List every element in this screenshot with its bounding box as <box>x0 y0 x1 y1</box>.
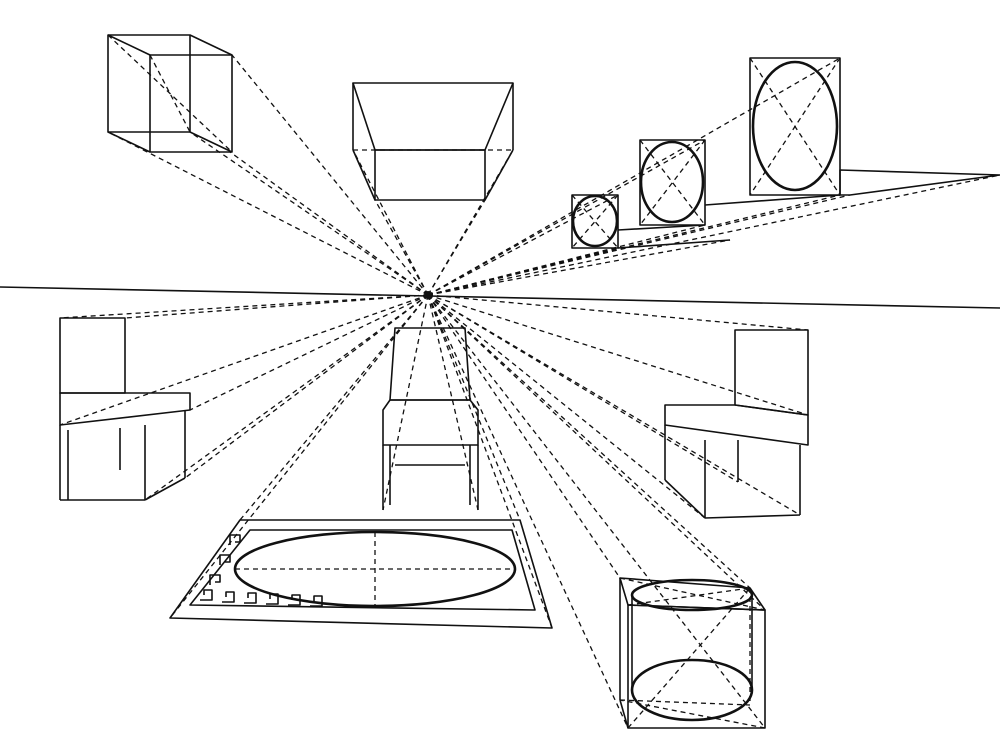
perspective-ray <box>427 194 851 296</box>
chair-center <box>382 327 479 510</box>
perspective-ray <box>427 224 706 296</box>
perspective-ray <box>184 294 429 479</box>
perspective-ray <box>427 294 739 483</box>
perspective-ray <box>427 239 731 296</box>
vanishing-point <box>424 291 432 299</box>
chair-left <box>59 317 191 501</box>
cube-top-left <box>107 34 233 153</box>
perspective-ray <box>427 294 553 629</box>
perspective-ray <box>229 151 429 296</box>
perspective-ray <box>59 294 429 319</box>
perspective-ray <box>352 149 429 296</box>
chair-right <box>664 329 809 519</box>
perspective-ray <box>427 294 629 729</box>
perspective-ray <box>427 294 766 729</box>
perspective-ray <box>124 294 429 319</box>
perspective-ray <box>427 194 841 296</box>
perspective-ray <box>427 294 766 611</box>
box-top-middle <box>352 82 514 201</box>
perspective-ray <box>231 54 429 296</box>
perspective-ray <box>427 247 619 296</box>
perspective-ray <box>427 294 809 416</box>
perspective-ray <box>59 294 429 426</box>
cube-with-cylinder <box>619 577 766 729</box>
circles-in-squares <box>571 57 1000 249</box>
perspective-rays <box>59 54 1000 729</box>
perspective-ray <box>144 294 429 501</box>
perspective-ray <box>427 57 841 296</box>
perspective-ray <box>427 294 751 589</box>
perspective-ray <box>189 131 429 296</box>
perspective-ray <box>427 294 809 331</box>
perspective-ray <box>427 294 521 521</box>
perspective-ray <box>107 131 429 296</box>
perspective-ray <box>239 294 429 521</box>
perspective-ray <box>427 294 621 579</box>
perspective-ray <box>189 294 429 411</box>
perspective-ray <box>427 174 1000 296</box>
horizon-line <box>0 286 1000 309</box>
perspective-ray <box>374 199 429 296</box>
perspective-ray <box>169 294 429 619</box>
perspective-ray <box>427 139 706 296</box>
perspective-ray <box>427 149 514 296</box>
rug <box>169 519 553 629</box>
